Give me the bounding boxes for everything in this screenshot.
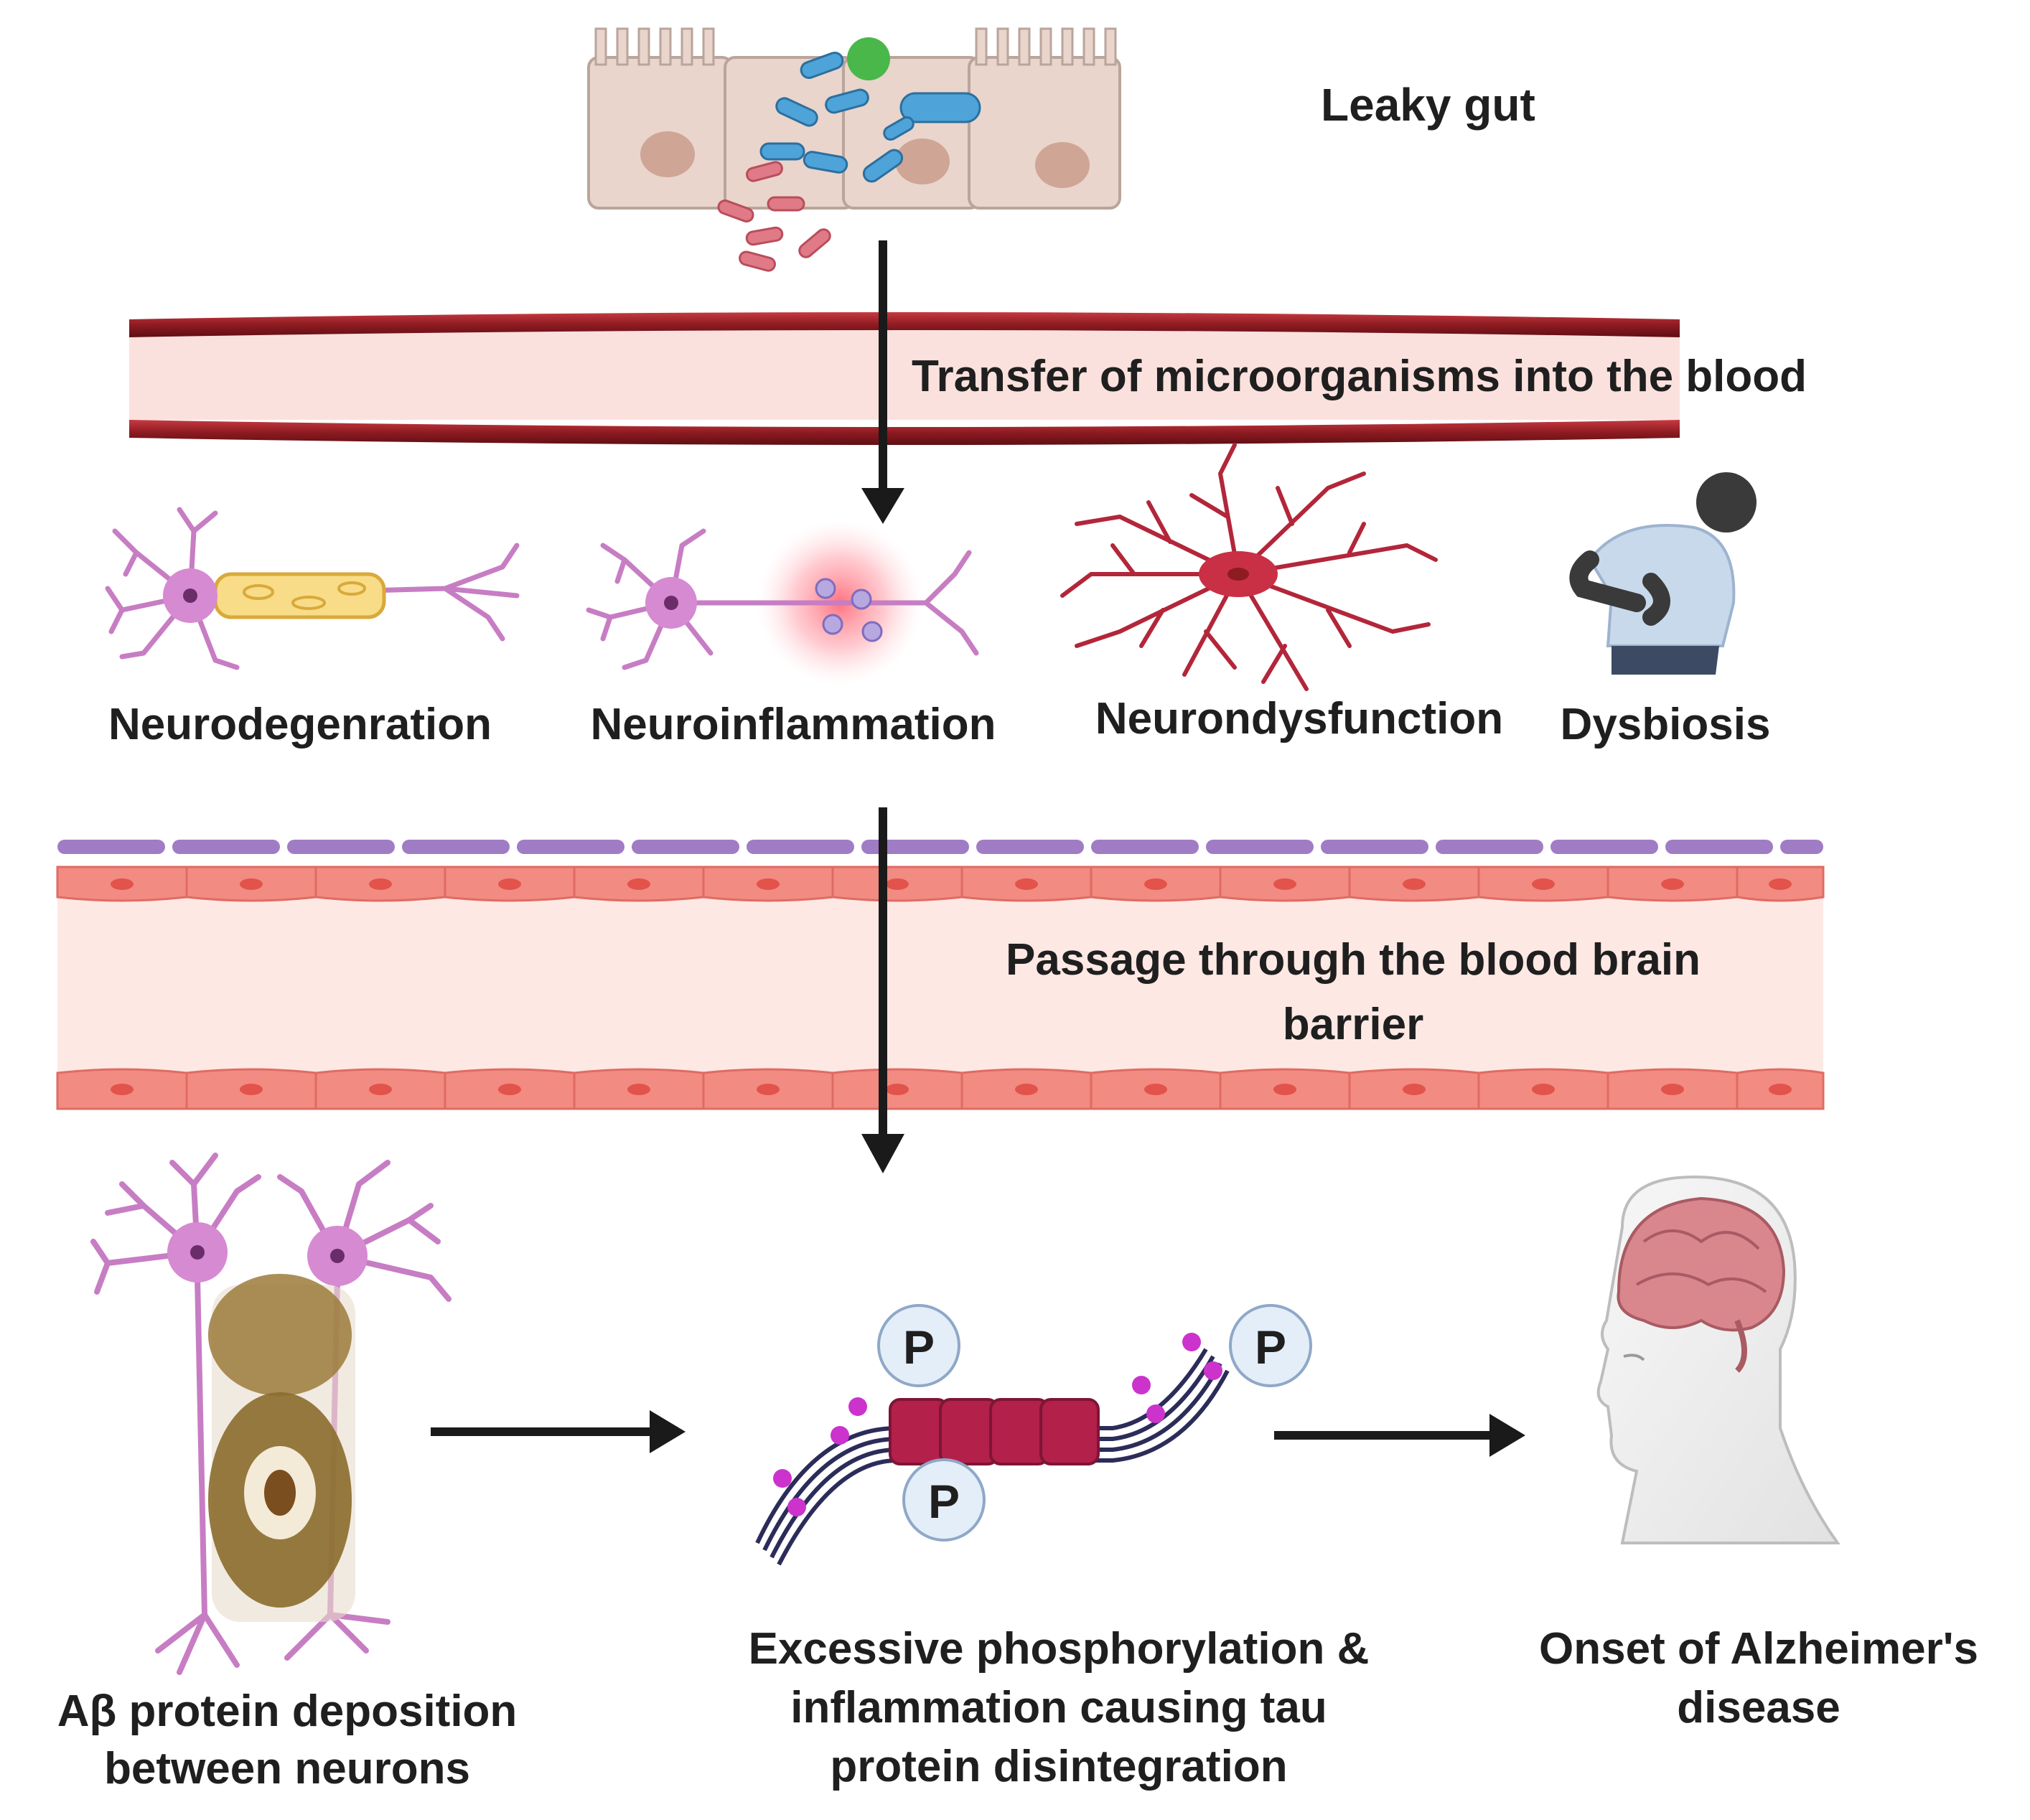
endothelial-nucleus: [1273, 878, 1296, 890]
endothelial-nucleus: [1769, 878, 1792, 890]
tau-protein-icon: P P P: [755, 1304, 1312, 1566]
endothelial-nucleus: [1144, 1084, 1167, 1095]
arrow-abeta-to-tau: [431, 1410, 686, 1453]
pericyte-layer: [57, 840, 1823, 854]
endothelial-nucleus: [1273, 1084, 1296, 1095]
endothelial-nucleus: [498, 1084, 521, 1095]
endothelial-nucleus: [1661, 878, 1684, 890]
phosphate-group-2: P: [902, 1458, 986, 1542]
leaky-gut-illustration: [587, 27, 1121, 272]
endothelial-nucleus: [1769, 1084, 1792, 1095]
endothelial-nucleus: [627, 1084, 650, 1095]
endothelial-nucleus: [627, 878, 650, 890]
endothelial-nucleus: [111, 878, 134, 890]
endothelial-nucleus: [240, 1084, 263, 1095]
neuroinflammation-label: Neuroinflammation: [591, 700, 996, 749]
blood-vessel: [129, 312, 1680, 445]
bbb-label-line1: Passage through the blood brain: [1006, 935, 1701, 985]
endothelial-nucleus: [111, 1084, 134, 1095]
dysbiosis-label: Dysbiosis: [1561, 700, 1771, 749]
endothelial-nucleus: [757, 878, 780, 890]
amyloid-plaque-neurons-icon: [90, 1153, 452, 1675]
endothelial-nucleus: [1015, 878, 1038, 890]
leaky-gut-label: Leaky gut: [1321, 79, 1535, 131]
blood-brain-barrier: [56, 840, 1825, 1110]
neuroinflammation-icon: [586, 520, 979, 685]
phosphate-group-1: P: [877, 1304, 960, 1387]
phosphate-label-2: P: [928, 1475, 960, 1528]
neurodegeneration-icon: [105, 507, 520, 670]
arrow-effects-to-bbb: [861, 807, 904, 1173]
transfer-label: Transfer of microorganisms into the bloo…: [912, 352, 1807, 401]
endothelial-nucleus: [240, 878, 263, 890]
bbb-label-line2: barrier: [1283, 1000, 1423, 1049]
phosphate-group-3: P: [1229, 1304, 1312, 1387]
endothelial-nucleus: [1015, 1084, 1038, 1095]
endothelial-nucleus: [1144, 878, 1167, 890]
neurodysfunction-label: Neurondysfunction: [1095, 694, 1503, 744]
endothelial-nucleus: [1403, 878, 1426, 890]
phosphate-label-3: P: [1255, 1321, 1286, 1374]
endothelial-nucleus: [1403, 1084, 1426, 1095]
neurodysfunction-icon: [1060, 443, 1438, 691]
abeta-label-line1: Aβ protein deposition: [57, 1687, 518, 1736]
arrow-tau-to-onset: [1274, 1414, 1525, 1457]
endothelial-row-top: [56, 866, 1825, 902]
abeta-label-line2: between neurons: [104, 1744, 470, 1793]
endothelial-row-bottom: [56, 1068, 1825, 1110]
endothelial-nucleus: [1532, 1084, 1555, 1095]
bacteria-cluster: [717, 37, 981, 272]
endothelial-nucleus: [369, 878, 392, 890]
tau-label-line1: Excessive phosphorylation &: [749, 1624, 1370, 1674]
endothelial-nucleus: [369, 1084, 392, 1095]
dysbiosis-person-icon: [1569, 472, 1757, 675]
tau-label-line3: protein disintegration: [830, 1742, 1287, 1791]
endothelial-nucleus: [1532, 878, 1555, 890]
tau-label-line2: inflammation causing tau: [790, 1683, 1327, 1732]
head-with-brain-icon: [1596, 1175, 1840, 1544]
endothelial-nucleus: [757, 1084, 780, 1095]
phosphate-label-1: P: [903, 1321, 935, 1374]
neurodegeneration-label: Neurodegenration: [108, 700, 492, 749]
endothelial-nucleus: [886, 1084, 909, 1095]
onset-label-line2: disease: [1677, 1683, 1840, 1732]
onset-label-line1: Onset of Alzheimer's: [1539, 1624, 1978, 1674]
endothelial-nucleus: [498, 878, 521, 890]
arrow-gut-to-effects: [861, 240, 904, 524]
endothelial-nucleus: [1661, 1084, 1684, 1095]
endothelial-nucleus: [886, 878, 909, 890]
